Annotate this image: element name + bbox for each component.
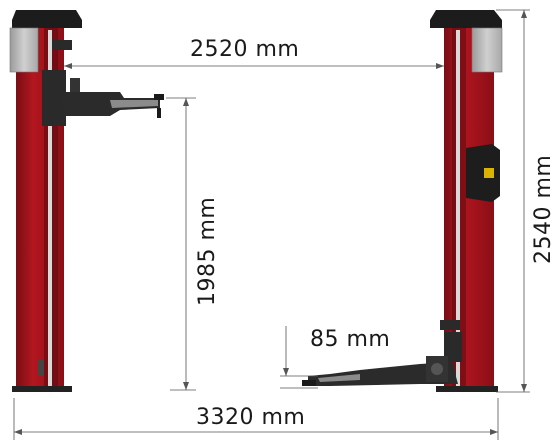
right-motor-box [471,27,503,73]
dim-inner-width: 2520 mm [64,37,444,69]
left-column [9,10,82,392]
dim-label-min-height: 85 mm [310,327,390,352]
dim-total-width: 3320 mm [13,398,499,440]
dim-min-height: 85 mm [280,326,390,389]
left-motor-box [9,27,39,73]
right-carriage [444,332,462,362]
left-column-cable [48,30,52,388]
right-column-cable [456,30,460,388]
dim-total-height: 2540 mm [496,9,555,393]
dim-label-total-width: 3320 mm [196,405,305,430]
left-arm-pad [154,94,164,100]
dim-lift-height: 1985 mm [166,97,220,391]
right-control-box [466,144,500,202]
right-column [430,10,503,392]
left-top-cap [12,10,82,28]
left-lift-arm [62,78,164,118]
left-top-bracket [52,40,72,50]
left-carriage [42,70,66,126]
right-top-cap [430,10,502,28]
dim-label-total-height: 2540 mm [531,155,555,264]
left-base-plate [12,386,72,392]
right-arm-pad [302,380,316,386]
dim-label-lift-height: 1985 mm [195,197,220,306]
right-bracket [440,320,460,330]
right-arm-pin [431,363,443,375]
dim-label-inner-width: 2520 mm [190,37,299,62]
right-lift-arm [302,356,458,386]
left-arm-pad-post [157,108,161,118]
left-arm-extension [110,100,158,108]
left-valve [38,360,44,376]
left-arm-knob [70,78,80,92]
right-base-plate [436,386,498,392]
right-arm-extension [318,374,360,382]
warning-label-icon [484,168,494,178]
